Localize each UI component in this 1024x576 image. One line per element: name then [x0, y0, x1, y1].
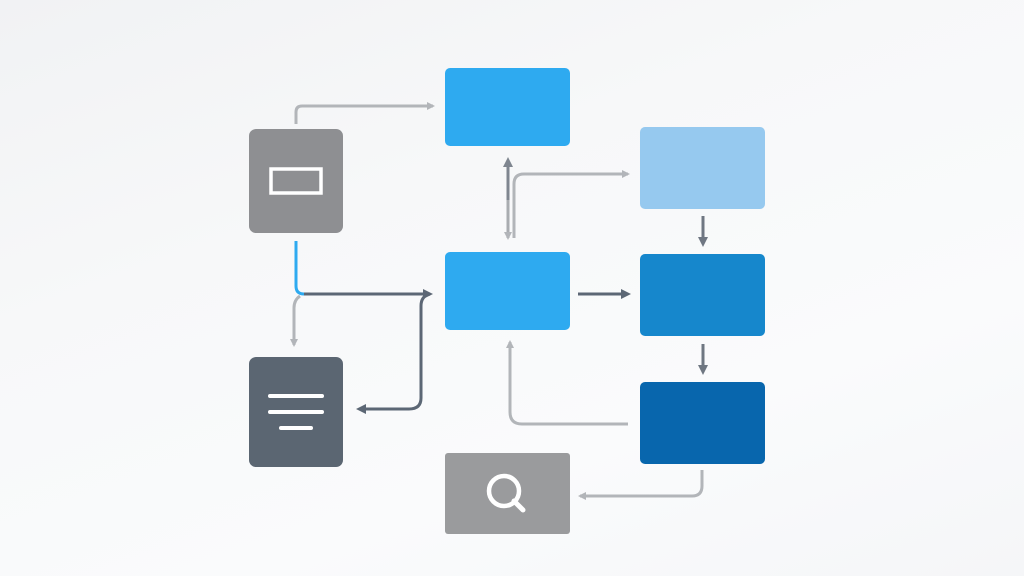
- edge-device-highlight: [294, 241, 305, 296]
- edge-middle-center-to-top-right: [512, 170, 630, 238]
- edge-middle-center-to-document: [356, 292, 431, 414]
- text-lines-icon: [268, 394, 324, 430]
- device-node[interactable]: [249, 129, 343, 233]
- edge-bottom-right-to-search: [578, 470, 704, 500]
- edge-device-to-document: [290, 294, 301, 347]
- search-icon: [486, 473, 526, 513]
- edge-bottom-right-to-middle-center: [506, 340, 628, 426]
- document-node[interactable]: [249, 357, 343, 467]
- middle-right-node[interactable]: [640, 254, 765, 336]
- top-center-node[interactable]: [445, 68, 570, 146]
- search-node[interactable]: [445, 453, 570, 534]
- bottom-right-node[interactable]: [640, 382, 765, 464]
- edge-device-to-top-center: [294, 102, 435, 124]
- rectangle-icon: [269, 167, 323, 195]
- middle-center-node[interactable]: [445, 252, 570, 330]
- top-right-node[interactable]: [640, 127, 765, 209]
